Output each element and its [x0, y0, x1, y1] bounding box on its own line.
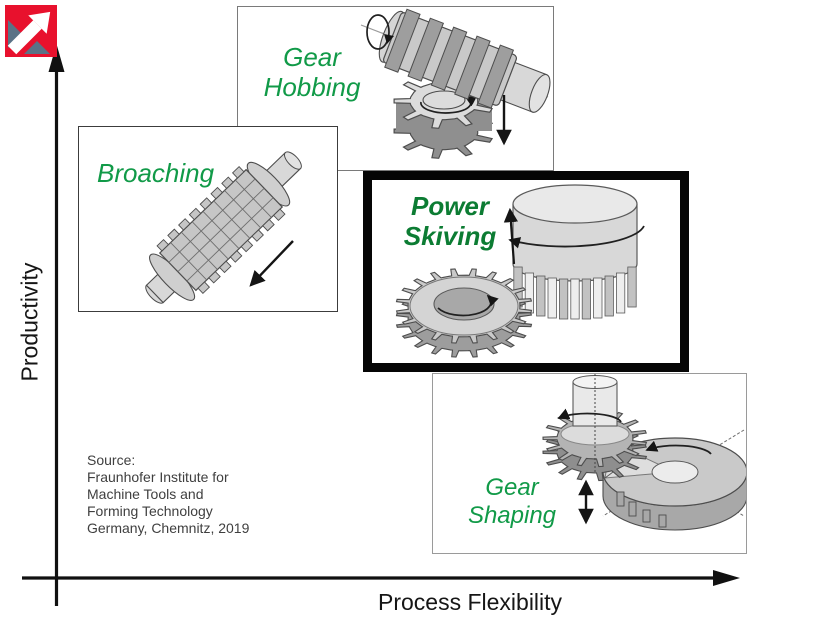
ring-gear-rotation-arrow	[437, 294, 499, 317]
rim-teeth	[616, 491, 667, 528]
logo-slate-triangle-bottom	[24, 41, 50, 54]
x-axis-arrowhead	[713, 570, 740, 586]
skiving-workpiece-ring-gear	[395, 268, 533, 358]
hob-cutter	[378, 8, 551, 113]
hobbing-workpiece-gear	[393, 72, 494, 159]
broach-teeth-bumps	[156, 166, 286, 294]
logo-slate-triangle-left	[8, 20, 22, 48]
x-axis-label: Process Flexibility	[378, 589, 563, 615]
power-skiving-label: Power Skiving	[403, 191, 497, 251]
process-box-gear-shaping: Gear Shaping	[432, 373, 747, 554]
workpiece-rotation-arrow	[645, 440, 712, 455]
shaper-cutter	[542, 374, 648, 482]
gear-shaping-illustration	[542, 374, 746, 531]
gear-hobbing-label: Gear Hobbing	[263, 42, 361, 102]
gear-shaping-label: Gear Shaping	[467, 474, 557, 529]
process-box-power-skiving: Power Skiving	[363, 171, 689, 372]
hob-rotation-arrowhead	[384, 34, 394, 44]
gear-hobbing-illustration	[360, 8, 551, 159]
y-axis-arrowhead	[48, 44, 65, 72]
broach-stroke-arrow	[249, 240, 294, 287]
workpiece-rotation-arrow	[420, 96, 477, 114]
cutter-rotation-arrow	[508, 225, 645, 249]
broach-teeth-grid	[168, 178, 274, 282]
power-skiving-illustration	[395, 184, 645, 358]
cutter-rotation-arrow	[557, 408, 622, 423]
skiving-cutter	[508, 184, 645, 320]
broaching-illustration	[145, 151, 302, 304]
cutter-feed-arrow	[503, 207, 519, 265]
source-citation: Source: Fraunhofer Institute for Machine…	[87, 452, 250, 536]
broach-tool	[145, 151, 302, 304]
cutter-teeth	[513, 266, 637, 320]
process-box-broaching: Broaching	[78, 126, 338, 312]
logo-arrow-icon	[7, 11, 51, 55]
made-in-britain-logo	[5, 5, 57, 57]
process-box-gear-hobbing: Gear Hobbing	[237, 6, 554, 171]
hob-rotation-loop	[366, 14, 390, 50]
broaching-label: Broaching	[97, 158, 215, 188]
